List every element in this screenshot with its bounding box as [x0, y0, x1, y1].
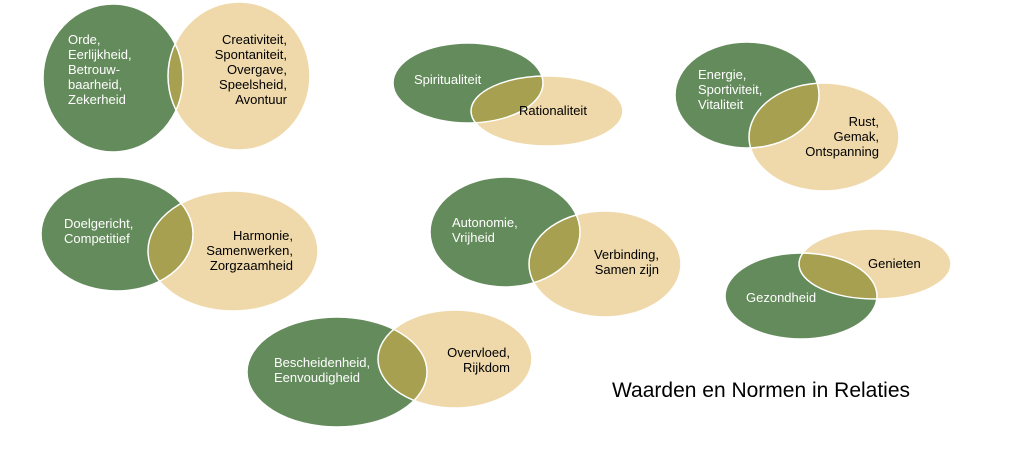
green-circle	[43, 4, 183, 152]
overlap-region	[749, 83, 819, 148]
label-line: Orde,	[68, 32, 101, 47]
label-line: Ontspanning	[805, 144, 879, 159]
tan-circle-label: Rationaliteit	[519, 103, 587, 118]
green-circle-outline	[674, 41, 820, 149]
diagram-title: Waarden en Normen in Relaties	[612, 379, 910, 402]
tan-circle-outline	[798, 228, 952, 300]
tan-circle-outline	[147, 190, 319, 312]
label-line: Autonomie,	[452, 215, 518, 230]
tan-circle-outline	[470, 75, 624, 147]
label-line: Genieten	[868, 256, 921, 271]
label-line: Gemak,	[833, 129, 879, 144]
label-line: Gezondheid	[746, 290, 816, 305]
venn-pair-6: Gezondheid Genieten	[724, 228, 952, 340]
green-circle-label: Gezondheid	[746, 290, 816, 305]
green-circle-label: Spiritualiteit	[414, 72, 482, 87]
label-line: Samenwerken,	[206, 243, 293, 258]
label-line: Spiritualiteit	[414, 72, 482, 87]
venn-pair-7: Bescheidenheid,Eenvoudigheid Overvloed,Ri…	[246, 309, 533, 428]
green-circle-outline	[42, 3, 184, 153]
label-line: Betrouw-	[68, 62, 120, 77]
tan-circle-label: Verbinding,Samen zijn	[594, 247, 659, 277]
venn-pair-4: Doelgericht,Competitief Harmonie,Samenwer…	[40, 176, 319, 312]
overlap-region	[471, 76, 543, 123]
green-circle-outline	[40, 176, 194, 292]
label-line: Overvloed,	[447, 345, 510, 360]
tan-circle-outline	[167, 1, 311, 151]
label-line: Harmonie,	[233, 228, 293, 243]
tan-circle	[168, 2, 310, 150]
label-line: Bescheidenheid,	[274, 355, 370, 370]
overlap-region	[529, 211, 580, 287]
label-line: baarheid,	[68, 77, 122, 92]
green-circle-outline	[246, 316, 428, 428]
label-line: Eenvoudigheid	[274, 370, 360, 385]
green-circle-label: Doelgericht,Competitief	[64, 216, 133, 246]
green-circle-outline	[724, 252, 878, 340]
green-circle-label: Energie,Sportiviteit,Vitaliteit	[698, 67, 762, 112]
label-line: Rationaliteit	[519, 103, 587, 118]
label-line: Sportiviteit,	[698, 82, 762, 97]
label-line: Avontuur	[235, 92, 287, 107]
label-line: Doelgericht,	[64, 216, 133, 231]
label-line: Spontaniteit,	[215, 47, 287, 62]
label-line: Zekerheid	[68, 92, 126, 107]
green-circle-outline	[392, 42, 544, 124]
venn-pair-1: Orde,Eerlijkheid,Betrouw-baarheid,Zekerh…	[42, 1, 311, 153]
tan-circle-outline	[528, 210, 682, 318]
label-line: Vitaliteit	[698, 97, 744, 112]
label-line: Rust,	[849, 114, 879, 129]
tan-circle-label: Overvloed,Rijkdom	[447, 345, 510, 375]
tan-circle-outline	[748, 82, 900, 192]
label-line: Zorgzaamheid	[210, 258, 293, 273]
green-circle-outline	[429, 176, 581, 288]
tan-circle-label: Harmonie,Samenwerken,Zorgzaamheid	[206, 228, 293, 273]
label-line: Creativiteit,	[222, 32, 287, 47]
tan-circle-label: Rust,Gemak,Ontspanning	[805, 114, 879, 159]
label-line: Speelsheid,	[219, 77, 287, 92]
green-circle-label: Autonomie,Vrijheid	[452, 215, 518, 245]
tan-circle-label: Creativiteit,Spontaniteit,Overgave,Speel…	[215, 32, 288, 107]
label-line: Competitief	[64, 231, 130, 246]
green-circle-label: Bescheidenheid,Eenvoudigheid	[274, 355, 370, 385]
tan-circle-outline	[377, 309, 533, 409]
label-line: Samen zijn	[595, 262, 659, 277]
label-line: Verbinding,	[594, 247, 659, 262]
label-line: Overgave,	[227, 62, 287, 77]
label-line: Energie,	[698, 67, 746, 82]
tan-circle-label: Genieten	[868, 256, 921, 271]
venn-pair-3: Energie,Sportiviteit,VitaliteitRust,Gema…	[674, 41, 900, 192]
label-line: Eerlijkheid,	[68, 47, 132, 62]
label-line: Vrijheid	[452, 230, 495, 245]
green-circle-label: Orde,Eerlijkheid,Betrouw-baarheid,Zekerh…	[68, 32, 132, 107]
label-line: Rijkdom	[463, 360, 510, 375]
